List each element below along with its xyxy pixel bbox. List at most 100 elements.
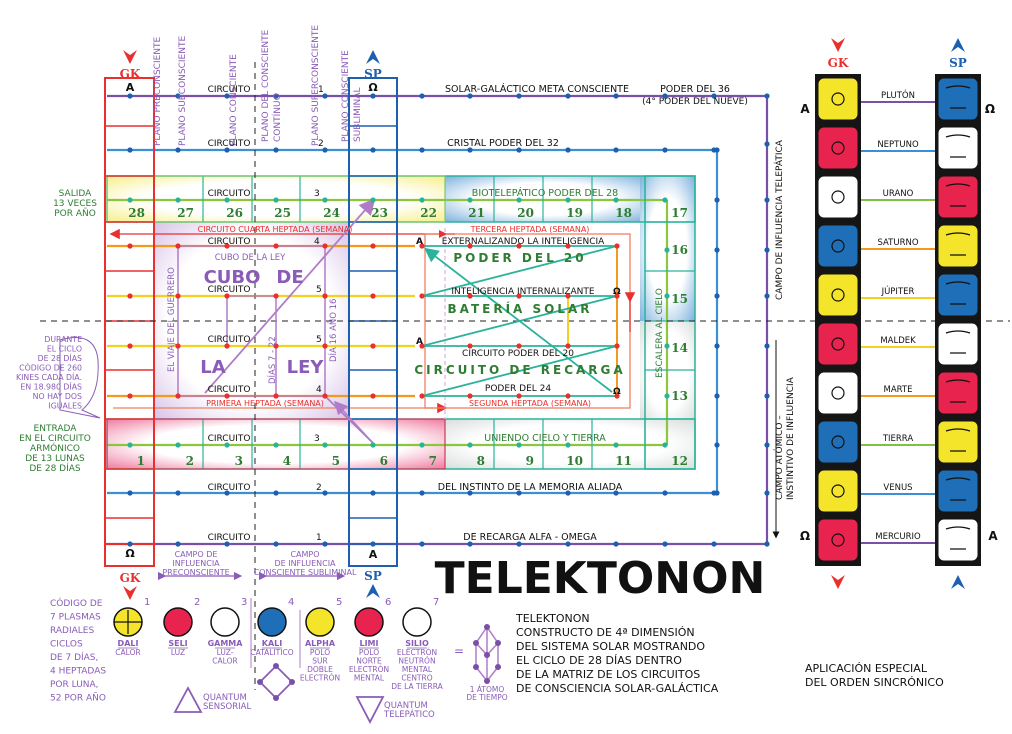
circuit-node xyxy=(467,541,473,547)
planet-row: JÚPITER xyxy=(817,273,979,317)
alpha-marker: A xyxy=(126,81,135,94)
preconsciente-field-label: CAMPO DE xyxy=(175,550,218,559)
third-heptada-label: TERCERA HEPTADA (SEMANA) xyxy=(470,225,590,234)
circuit-node xyxy=(175,197,181,203)
glyph-detail xyxy=(831,288,845,302)
atomo-node xyxy=(495,640,501,646)
circuit-node xyxy=(565,393,571,399)
circuit-node xyxy=(714,442,720,448)
circuit-node xyxy=(175,393,181,399)
alpha-marker: A xyxy=(416,337,423,347)
circuit-nodes xyxy=(127,93,770,547)
alpha-marker: A xyxy=(988,529,998,543)
entrada-note: ARMÓNICO xyxy=(30,442,80,454)
circuit-node xyxy=(175,243,181,249)
durante-note: DURANTE xyxy=(44,335,82,344)
circuit-node xyxy=(322,393,328,399)
day-number: 27 xyxy=(177,206,194,220)
planet-name: SATURNO xyxy=(877,238,918,248)
circuit-node xyxy=(127,490,133,496)
circuit-number: 1 xyxy=(316,533,322,543)
glyph-detail xyxy=(945,526,971,550)
circuit-node xyxy=(662,541,668,547)
salida-note: 13 VECES xyxy=(53,199,97,209)
circuit-node xyxy=(127,343,133,349)
diamond-node xyxy=(273,695,279,701)
bateria-solar-title: BATERÍA SOLAR xyxy=(447,301,592,316)
circuit-node xyxy=(224,343,230,349)
alpha-marker: A xyxy=(369,548,378,561)
circuit-node xyxy=(714,197,720,203)
plasma-desc: POLO xyxy=(359,648,379,657)
circuit-node xyxy=(664,343,670,349)
glyph-detail xyxy=(831,239,845,253)
plasma-number: 1 xyxy=(144,597,150,608)
circuit-node xyxy=(419,393,425,399)
circuit-node xyxy=(614,343,620,349)
omega-marker: Ω xyxy=(368,81,378,94)
atomo-node xyxy=(484,678,490,684)
sp-up-arrow-icon xyxy=(366,584,380,598)
description-line: DE LA MATRIZ DE LOS CIRCUITOS xyxy=(516,668,700,681)
circuit-node xyxy=(370,442,376,448)
plasma-desc: CALOR xyxy=(115,648,140,657)
circuit-number: 2 xyxy=(316,483,322,493)
circuit-node xyxy=(467,343,473,349)
circuit-node xyxy=(273,293,279,299)
circuit-node xyxy=(613,93,619,99)
plasma-desc: ELECTRÓN xyxy=(397,648,437,657)
glyph-detail xyxy=(831,190,845,204)
circuit-label: CIRCUITO xyxy=(208,434,251,444)
circuit-node xyxy=(516,293,522,299)
circuit-node xyxy=(370,343,376,349)
plane-label: PLANO CONSCIENTE xyxy=(341,50,351,142)
circuit-node xyxy=(127,147,133,153)
atomico-field-label: CAMPO ATÓMICO – xyxy=(773,415,785,500)
circuit-node xyxy=(322,147,328,153)
circuit-node xyxy=(613,442,619,448)
description-line: DEL SISTEMA SOLAR MOSTRANDO xyxy=(516,640,705,653)
circuit-node xyxy=(467,243,473,249)
planet-row: URANO xyxy=(817,175,979,219)
circuit-node xyxy=(419,147,425,153)
circuit-node xyxy=(614,243,620,249)
circuit-node xyxy=(613,197,619,203)
planet-row: MALDEK xyxy=(817,322,979,366)
plasma-intro: RADIALES xyxy=(50,626,94,636)
circuit-node xyxy=(662,490,668,496)
circuit-node xyxy=(175,442,181,448)
sp-up-arrow-icon xyxy=(366,50,380,64)
day-number: 6 xyxy=(380,454,388,468)
circuit-number: 3 xyxy=(314,189,320,199)
glyph-detail xyxy=(945,428,971,452)
circuit-node xyxy=(714,147,720,153)
gk-arrow-icon xyxy=(831,38,845,52)
second-heptada-label: SEGUNDA HEPTADA (SEMANA) xyxy=(469,399,591,408)
equals-sign: = xyxy=(454,644,464,658)
days-7-22-label: DÍAS 7 - 22 xyxy=(266,336,278,384)
circuit-node xyxy=(175,541,181,547)
circuit-node xyxy=(419,243,425,249)
circuit-number: 5 xyxy=(316,285,322,295)
circuit-node xyxy=(614,393,620,399)
preconsciente-field-label: INFLUENCIA xyxy=(172,559,220,568)
circuit-node xyxy=(565,147,571,153)
plasma-intro: CICLOS xyxy=(50,640,83,650)
circuito-recarga-title: CIRCUITO DE RECARGA xyxy=(414,363,625,377)
day-number: 1 xyxy=(137,454,145,468)
planet-row: MARTE xyxy=(817,371,979,415)
gk-glyph-icon xyxy=(817,224,859,268)
durante-note: EL CICLO xyxy=(47,345,82,354)
durante-note: EN 18.980 DÍAS xyxy=(20,383,82,392)
first-heptada-label: PRIMERA HEPTADA (SEMANA) xyxy=(206,399,324,408)
sp-glyph-icon xyxy=(937,224,979,268)
circuit-number: 4 xyxy=(316,385,322,395)
glyph-detail xyxy=(831,141,845,155)
day-number: 17 xyxy=(671,206,688,220)
sp-glyph-icon xyxy=(937,273,979,317)
description-line: TELEKTONON xyxy=(515,612,590,625)
circuit-node xyxy=(565,197,571,203)
atomo-label: 1 ÁTOMO xyxy=(470,685,505,694)
warrior-label: EL VIAJE DEL GUERRERO xyxy=(167,267,177,372)
